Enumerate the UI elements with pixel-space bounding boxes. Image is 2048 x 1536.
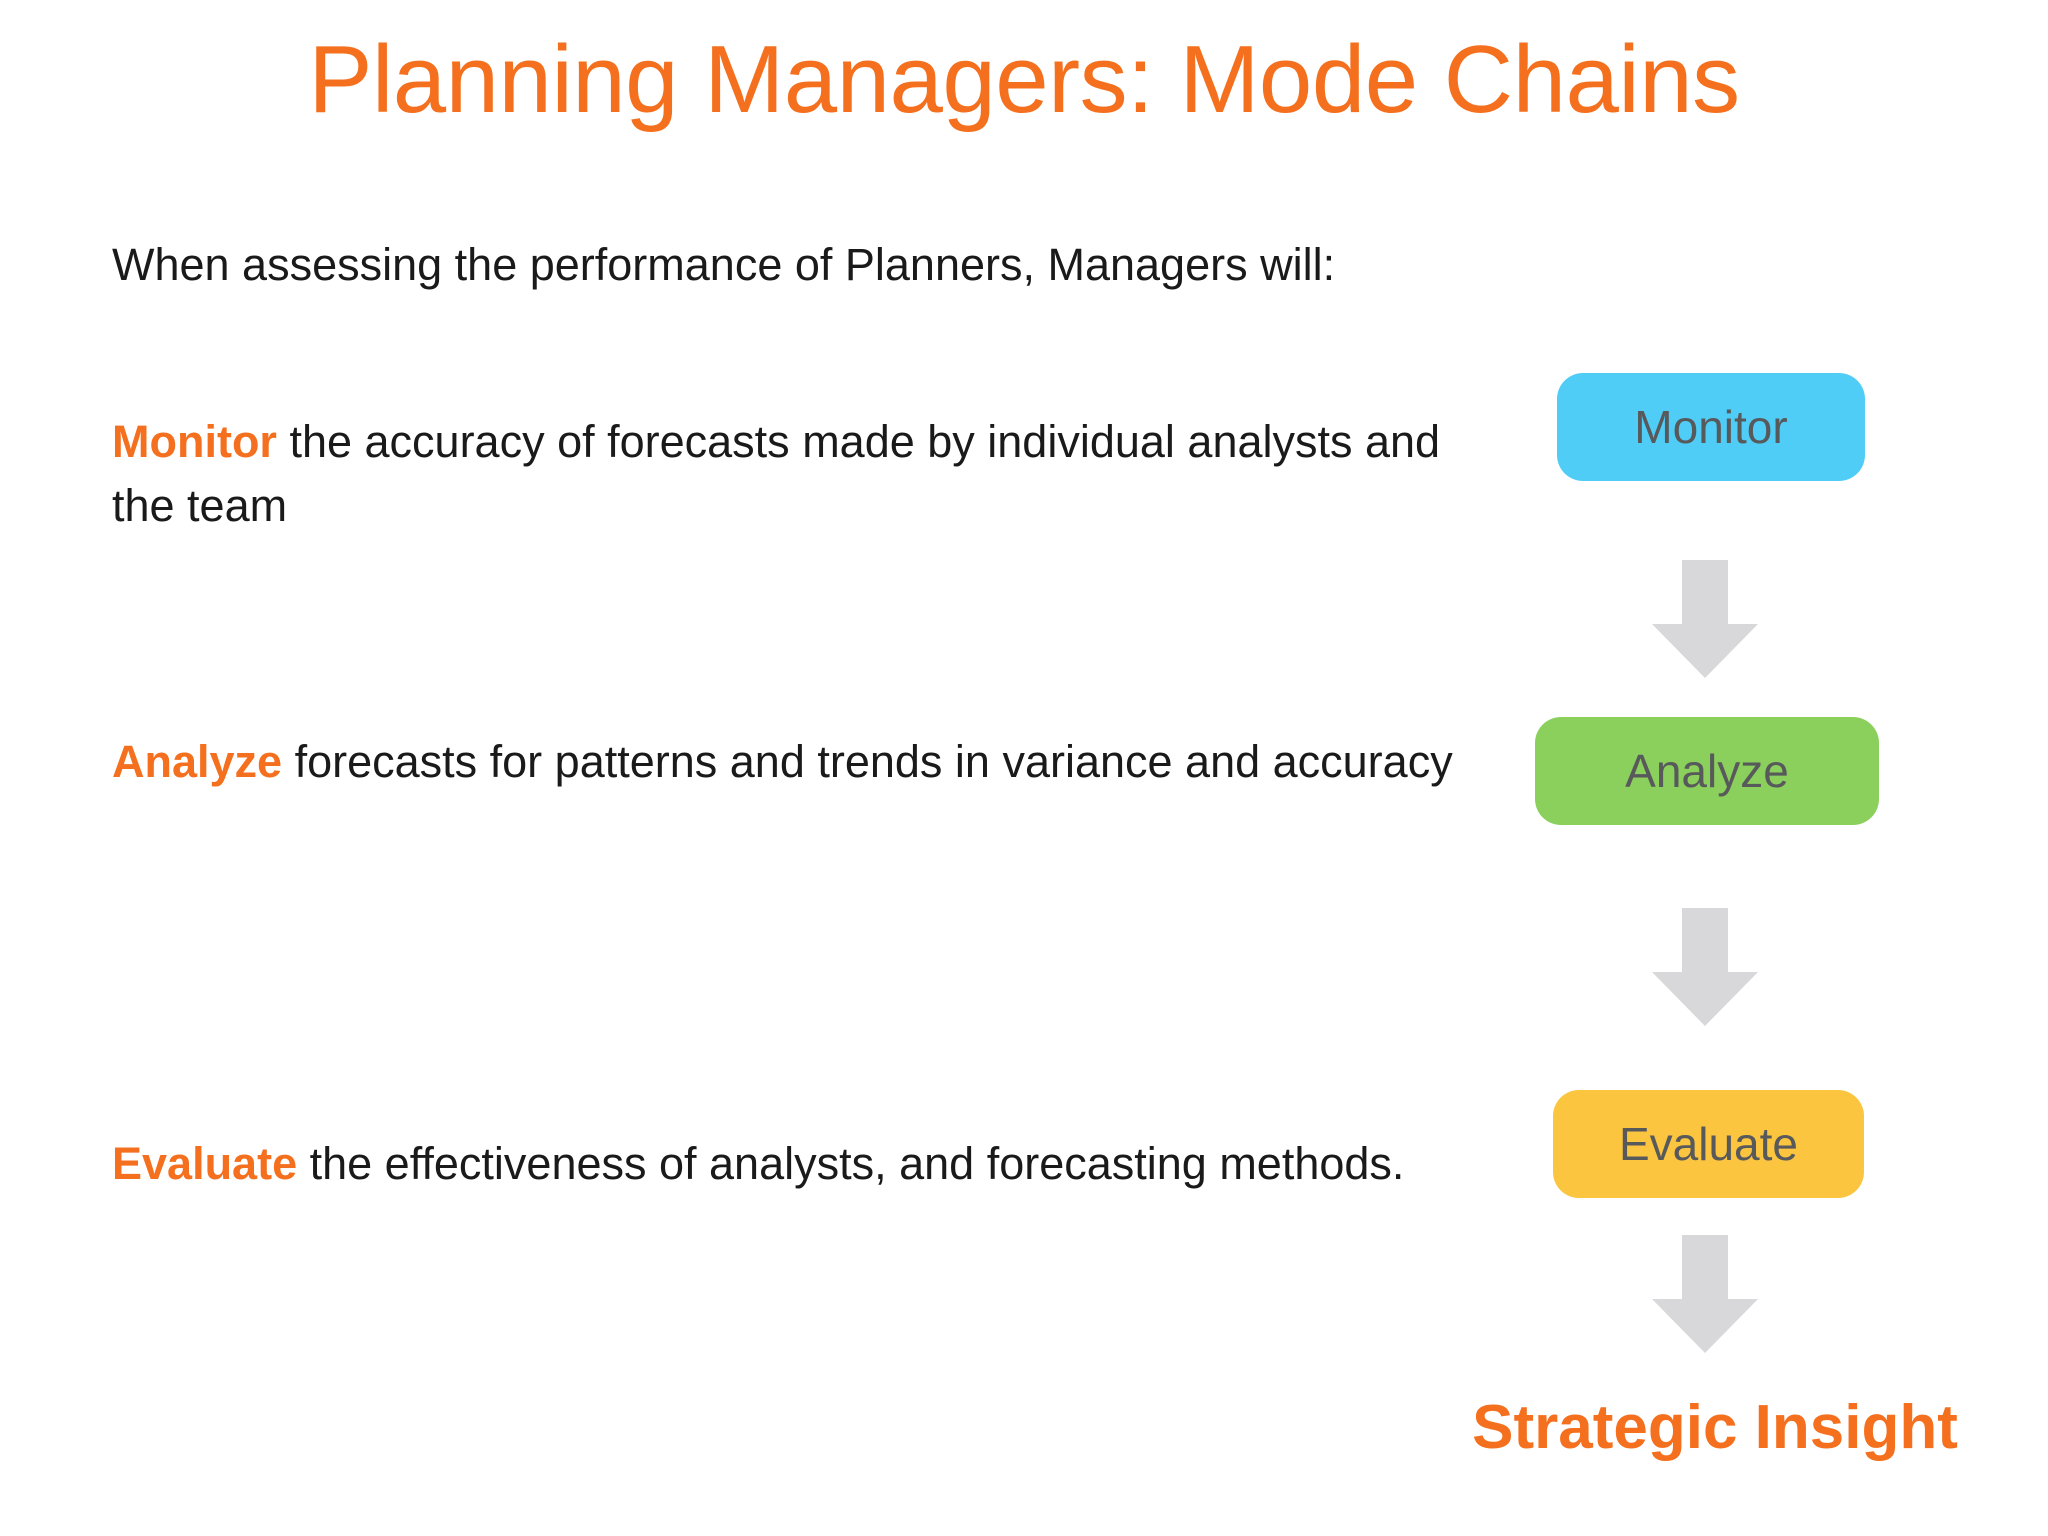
bullet-analyze: Analyze forecasts for patterns and trend… xyxy=(112,730,1512,794)
lead-paragraph: When assessing the performance of Planne… xyxy=(112,239,1336,290)
bullet-text-analyze: forecasts for patterns and trends in var… xyxy=(282,736,1453,787)
bullet-keyword-evaluate: Evaluate xyxy=(112,1138,298,1189)
bullet-evaluate: Evaluate the effectiveness of analysts, … xyxy=(112,1132,1512,1196)
bullet-keyword-analyze: Analyze xyxy=(112,736,283,787)
mode-chain-diagram: Monitor Analyze Evaluate Strategic Insig… xyxy=(1472,360,1958,1480)
bullet-text-evaluate: the effectiveness of analysts, and forec… xyxy=(297,1138,1405,1189)
page-title: Planning Managers: Mode Chains xyxy=(308,26,1740,133)
chain-node-evaluate: Evaluate xyxy=(1553,1090,1864,1198)
down-arrow-icon xyxy=(1652,1235,1758,1353)
down-arrow-icon xyxy=(1652,908,1758,1026)
chain-node-analyze: Analyze xyxy=(1535,717,1879,825)
chain-outcome-label: Strategic Insight xyxy=(1472,1393,1958,1462)
chain-node-monitor: Monitor xyxy=(1557,373,1865,481)
bullet-keyword-monitor: Monitor xyxy=(112,416,277,467)
bullet-monitor: Monitor the accuracy of forecasts made b… xyxy=(112,410,1512,538)
down-arrow-icon xyxy=(1652,560,1758,678)
bullet-text-monitor: the accuracy of forecasts made by indivi… xyxy=(112,416,1441,531)
